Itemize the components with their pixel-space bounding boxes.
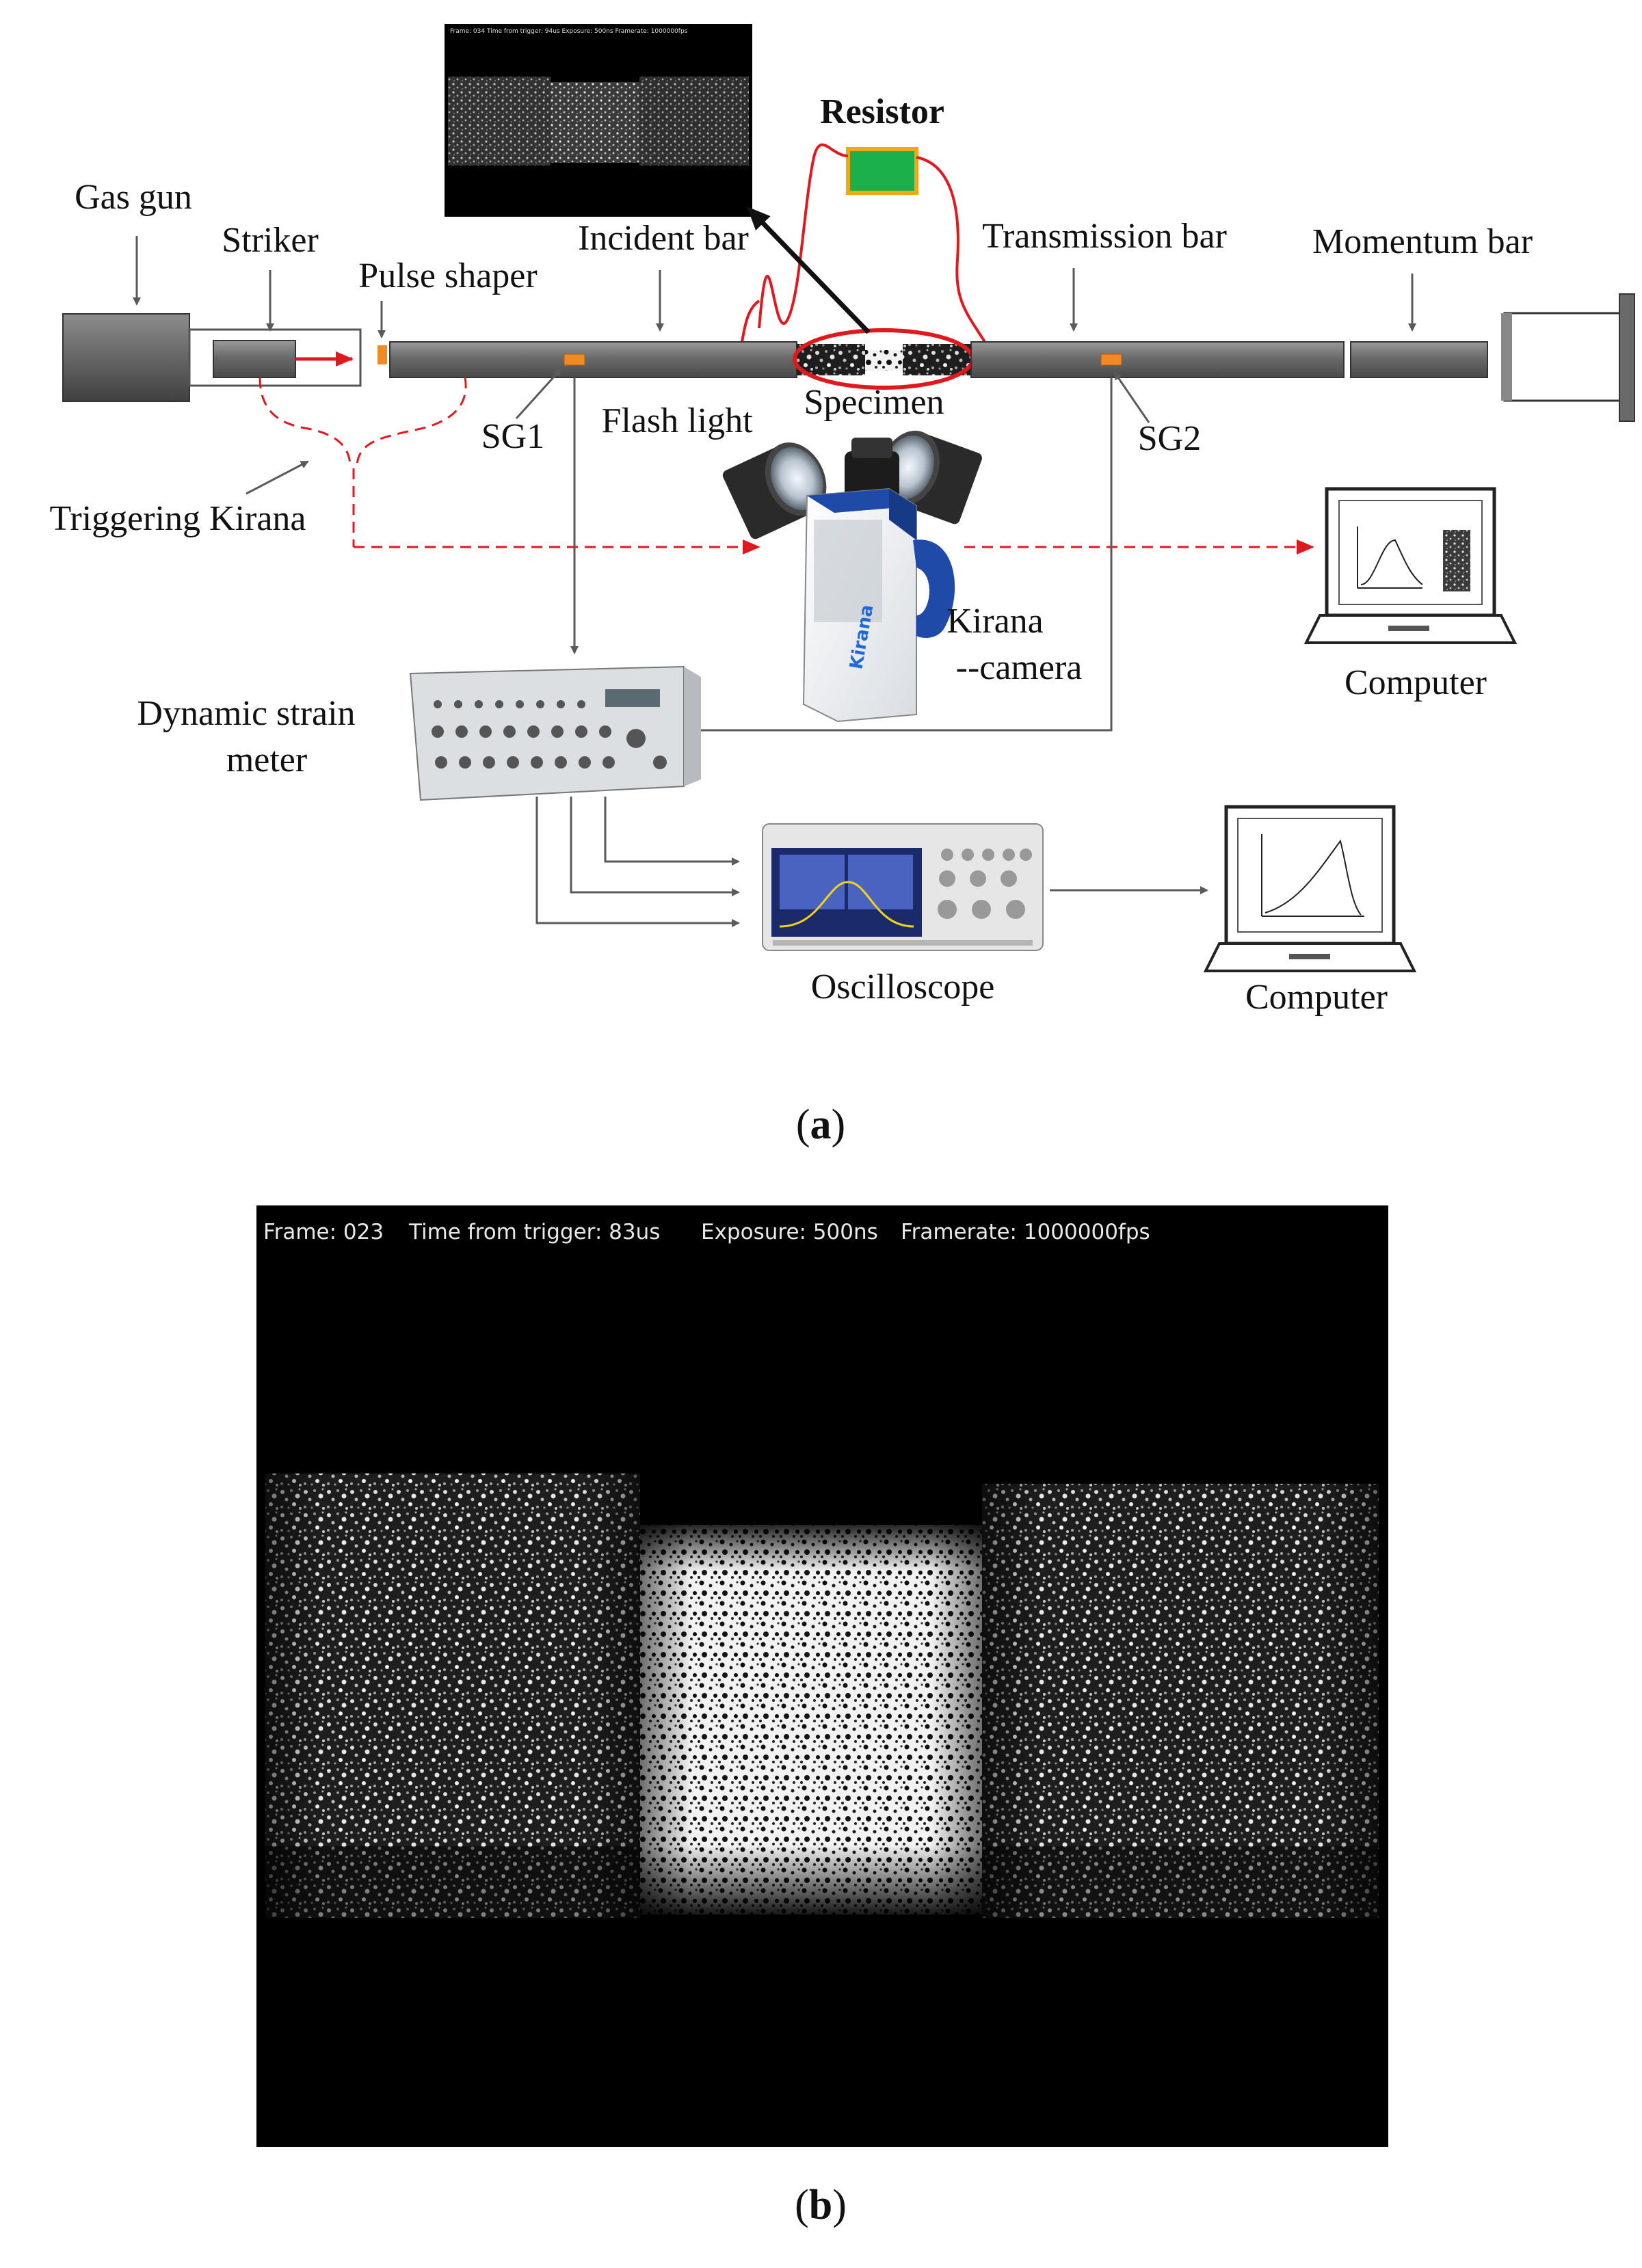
bar-stop <box>1501 293 1635 422</box>
wire-right <box>916 156 986 343</box>
caption-a: (a) <box>796 1102 845 1148</box>
strain-gauge-1 <box>564 353 585 366</box>
kirana-label-2: --camera <box>956 648 1083 687</box>
strain-gauge-2 <box>1100 353 1122 366</box>
transmission-bar <box>970 341 1345 378</box>
transmission-bar-label: Transmission bar <box>982 217 1227 256</box>
computer-top-label: Computer <box>1345 663 1487 702</box>
sg2-label: SG2 <box>1138 419 1201 458</box>
dynamic-strain-label-1: Dynamic strain <box>137 694 355 733</box>
computer-top <box>1303 487 1518 644</box>
gas-gun-label: Gas gun <box>75 178 192 217</box>
trigger-curve-right <box>356 377 467 466</box>
computer-bottom-label: Computer <box>1245 978 1388 1017</box>
flash-light-label: Flash light <box>601 401 753 440</box>
wire-left <box>758 143 849 329</box>
thumbnail-header: Frame: 034 Time from trigger: 94us Expos… <box>450 28 688 35</box>
frame-label: Frame: 023 <box>263 1220 384 1244</box>
triggering-kirana-label: Triggering Kirana <box>49 499 306 538</box>
trigger-curve-left <box>259 377 352 466</box>
specimen <box>793 328 975 390</box>
panel-b: Frame: 023 Time from trigger: 83us Expos… <box>256 1205 1388 2228</box>
specimen-image <box>640 1525 982 1915</box>
wire-specimen <box>741 299 760 343</box>
caption-b: (b) <box>795 2182 847 2228</box>
momentum-bar-label: Momentum bar <box>1312 222 1533 261</box>
framerate-label: Framerate: 1000000fps <box>901 1220 1150 1244</box>
sg1-label: SG1 <box>481 417 544 456</box>
flash-light-right <box>879 430 982 524</box>
incident-bar-label: Incident bar <box>578 219 749 258</box>
time-label: Time from trigger: 83us <box>408 1220 660 1244</box>
kirana-label-1: Kirana <box>946 602 1043 641</box>
exposure-label: Exposure: 500ns <box>701 1220 878 1244</box>
incident-bar-end-image <box>265 1473 640 1918</box>
oscilloscope-label: Oscilloscope <box>811 968 995 1006</box>
transmission-bar-end-image <box>982 1484 1379 1918</box>
dic-thumbnail: Frame: 034 Time from trigger: 94us Expos… <box>445 24 752 217</box>
dynamic-strain-label-2: meter <box>226 741 307 779</box>
momentum-bar <box>1350 341 1488 378</box>
pulse-shaper-label: Pulse shaper <box>358 256 537 295</box>
dynamic-strain-meter <box>409 665 701 801</box>
panel-a: Frame: 034 Time from trigger: 94us Expos… <box>49 24 1635 1148</box>
resistor: Resistor <box>820 92 944 195</box>
striker-label: Striker <box>222 221 319 260</box>
pulse-shaper <box>378 345 387 364</box>
specimen-label: Specimen <box>804 383 944 422</box>
oscilloscope <box>762 823 1044 951</box>
incident-bar <box>389 341 797 378</box>
striker <box>213 340 296 378</box>
computer-bottom <box>1203 805 1417 972</box>
resistor-label: Resistor <box>820 92 944 131</box>
kirana-camera: Kirana <box>802 438 955 723</box>
image-arrow <box>747 206 871 334</box>
